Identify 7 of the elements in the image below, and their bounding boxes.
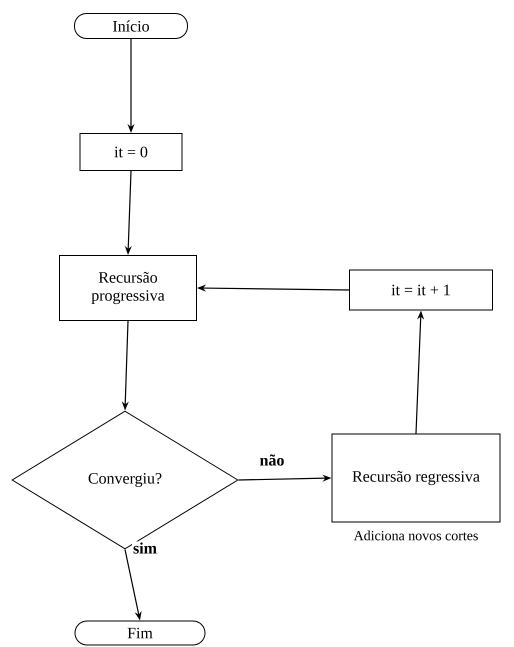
edge-label: sim xyxy=(132,541,158,555)
node-caption: Adiciona novos cortes xyxy=(354,530,478,540)
process-box: it = it + 1 xyxy=(349,270,493,310)
edge-label: não xyxy=(258,453,286,467)
process-box: Recursão progressiva xyxy=(59,255,197,321)
process-box: it = 0 xyxy=(80,133,182,171)
process-box: Recursão regressiva xyxy=(332,434,500,522)
